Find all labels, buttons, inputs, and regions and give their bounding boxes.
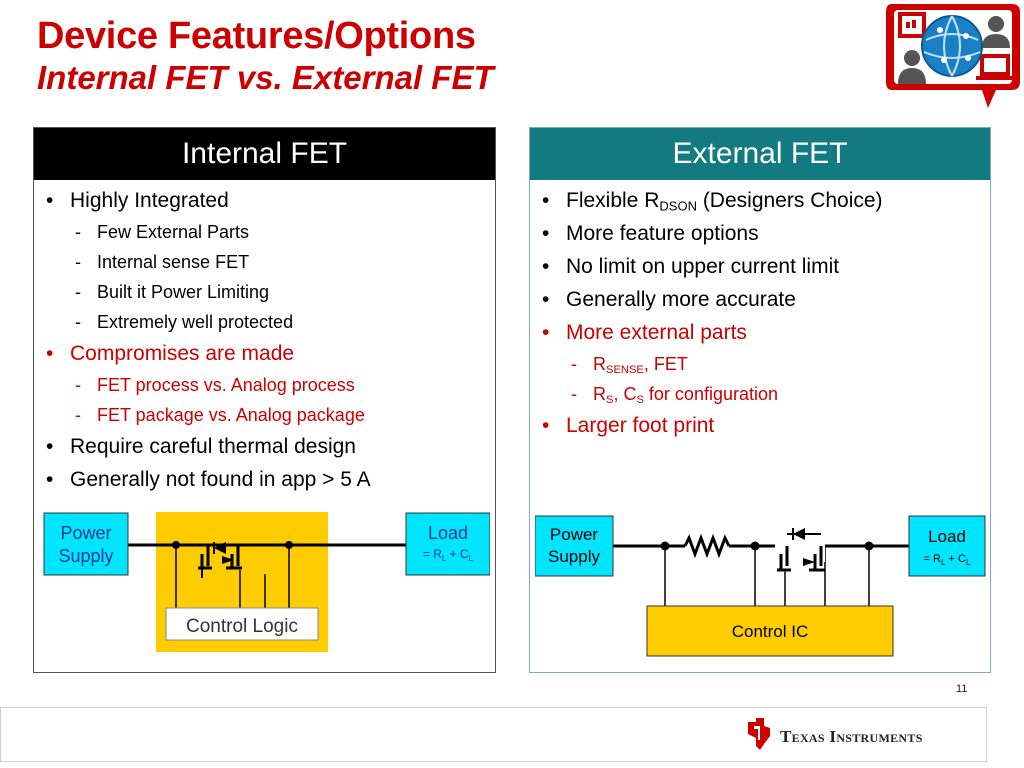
ti-brand-text: Texas Instruments bbox=[780, 727, 923, 746]
bullet-item: No limit on upper current limit bbox=[530, 250, 990, 283]
power-supply-label: Power bbox=[550, 525, 599, 544]
sub-bullet-item: FET process vs. Analog process bbox=[34, 370, 495, 400]
control-logic-box bbox=[165, 607, 319, 641]
sub-bullet-item: Built it Power Limiting bbox=[34, 277, 495, 307]
bullet-text: Flexible R bbox=[566, 189, 660, 212]
bullet-text: for configuration bbox=[643, 384, 778, 404]
control-ic-label: Control IC bbox=[732, 622, 809, 641]
power-supply-label: Supply bbox=[548, 547, 600, 566]
bullet-text: , C bbox=[613, 384, 637, 404]
bullet-item: More feature options bbox=[530, 217, 990, 250]
power-supply-box bbox=[535, 515, 614, 577]
control-logic-label: Control Logic bbox=[186, 616, 298, 637]
bullet-item: Compromises are made bbox=[34, 337, 495, 370]
sub-bullet-item: RS, CS for configuration bbox=[530, 379, 990, 409]
internal-fet-header: Internal FET bbox=[34, 128, 495, 180]
bullet-text: Generally more accurate bbox=[566, 288, 796, 311]
sub-bullet-item: FET package vs. Analog package bbox=[34, 400, 495, 430]
subscript-text: DSON bbox=[659, 198, 697, 214]
slide-subtitle: Internal FET vs. External FET bbox=[37, 59, 494, 96]
bullet-text: No limit on upper current limit bbox=[566, 255, 840, 278]
bullet-text: More feature options bbox=[566, 222, 759, 245]
subscript-text: S bbox=[606, 393, 614, 406]
internal-fet-panel: Internal FET Highly IntegratedFew Extern… bbox=[33, 127, 496, 673]
power-supply-label: Power bbox=[60, 523, 111, 543]
texas-instruments-logo: Texas Instruments bbox=[748, 718, 923, 750]
bullet-item: More external parts bbox=[530, 316, 990, 349]
bullet-item: Generally more accurate bbox=[530, 283, 990, 316]
load-box bbox=[405, 512, 490, 576]
sub-bullet-item: Few External Parts bbox=[34, 217, 495, 247]
power-supply-label: Supply bbox=[58, 546, 113, 566]
load-label: Load bbox=[428, 523, 468, 543]
load-formula: = RL + CL bbox=[924, 553, 971, 567]
sub-bullet-item: Extremely well protected bbox=[34, 307, 495, 337]
external-fet-list: Flexible RDSON (Designers Choice) More fe… bbox=[530, 184, 990, 442]
bullet-text: , FET bbox=[643, 354, 688, 374]
bullet-text: (Designers Choice) bbox=[696, 189, 883, 212]
subscript-text: S bbox=[636, 393, 644, 406]
load-label: Load bbox=[928, 527, 966, 546]
page-number: 11 bbox=[956, 683, 968, 695]
bullet-item: Flexible RDSON (Designers Choice) bbox=[530, 184, 990, 217]
external-fet-header: External FET bbox=[530, 128, 990, 180]
mosfet-symbol bbox=[775, 528, 825, 572]
sense-resistor bbox=[683, 533, 731, 559]
control-ic-box bbox=[646, 605, 894, 657]
external-fet-diagram: Power Supply Load = RL + CL Control IC bbox=[535, 515, 986, 657]
bullet-text: R bbox=[593, 354, 606, 374]
sub-bullet-item: RSENSE, FET bbox=[530, 349, 990, 379]
load-formula: = RL + CL bbox=[423, 547, 474, 563]
footer-bar bbox=[0, 707, 987, 762]
sub-bullet-item: Internal sense FET bbox=[34, 247, 495, 277]
network-globe-icon bbox=[886, 4, 1020, 108]
external-fet-panel: External FET Flexible RDSON (Designers C… bbox=[529, 127, 991, 673]
bullet-text: R bbox=[593, 384, 606, 404]
bullet-item: Larger foot print bbox=[530, 409, 990, 442]
load-box bbox=[908, 515, 986, 577]
subscript-text: SENSE bbox=[606, 363, 644, 376]
bullet-item: Require careful thermal design bbox=[34, 430, 495, 463]
internal-fet-diagram: Power Supply Load = RL + CL Control Logi… bbox=[43, 512, 490, 652]
ti-state-icon bbox=[748, 718, 770, 750]
bullet-text: Larger foot print bbox=[566, 414, 715, 437]
mosfet-symbol bbox=[198, 542, 242, 578]
power-supply-box bbox=[43, 512, 129, 576]
internal-fet-list: Highly IntegratedFew External PartsInter… bbox=[34, 184, 495, 496]
slide-title: Device Features/Options bbox=[37, 15, 476, 57]
bullet-item: Highly Integrated bbox=[34, 184, 495, 217]
bullet-item: Generally not found in app > 5 A bbox=[34, 463, 495, 496]
bullet-text: More external parts bbox=[566, 321, 747, 344]
